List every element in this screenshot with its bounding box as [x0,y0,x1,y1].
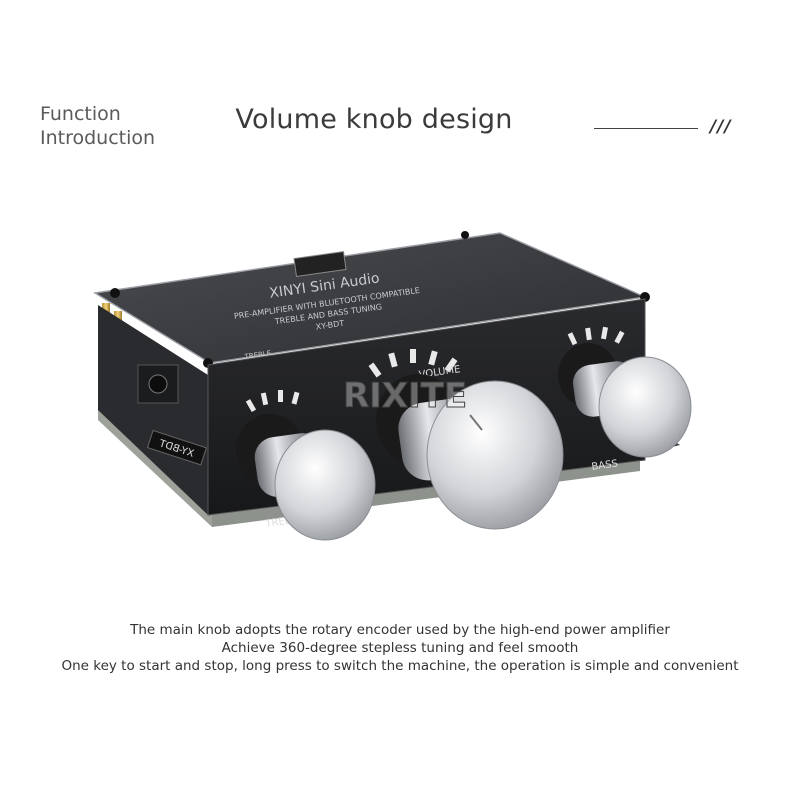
bt-module [293,251,347,277]
watermark: RIXITE [343,376,467,416]
treble-knob [236,414,376,541]
caption-line-2: Achieve 360-degree stepless tuning and f… [221,640,579,656]
product-image: XY-BDT XINYI Sini Audio PRE-AMPLIFIER WI… [80,215,730,595]
screw [110,288,120,298]
volume-scale [368,349,458,378]
side-badge [146,429,207,466]
treble-scale [245,390,300,413]
section-label: Function Introduction [40,102,155,150]
section-label-line2: Introduction [40,127,156,149]
front-bass-label: BASS [591,458,619,473]
caption: The main knob adopts the rotary encoder … [0,621,800,675]
screw [461,231,469,239]
section-label-line1: Function [40,103,121,125]
side-panel [98,305,208,515]
caption-line-3: One key to start and stop, long press to… [61,658,739,674]
title-rule [594,128,698,129]
jack-hole [148,374,168,394]
caption-line-1: The main knob adopts the rotary encoder … [130,622,670,638]
bass-scale [567,326,625,346]
volume-knob [376,374,564,530]
board-model: XY-BDT [315,319,345,332]
top-treble-label: TREBLE [243,349,272,361]
preamp-board-illustration: XY-BDT XINYI Sini Audio PRE-AMPLIFIER WI… [92,231,692,541]
bass-knob [558,343,692,458]
page-title: Volume knob design [235,104,513,135]
volume-indicator [469,414,483,431]
slash-decoration: /// [710,117,732,137]
